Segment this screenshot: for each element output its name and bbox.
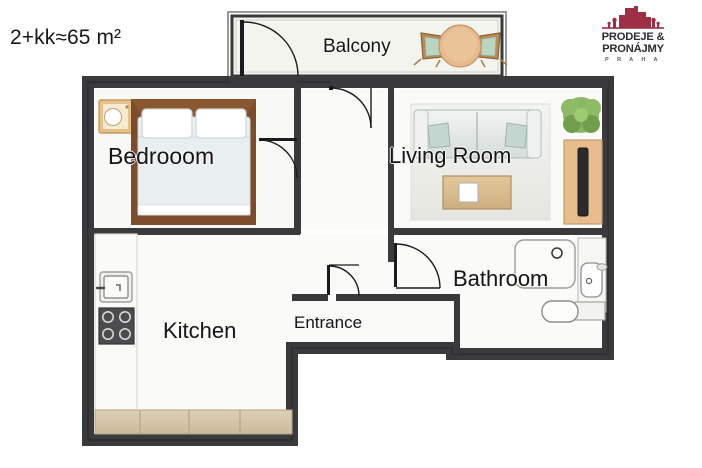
building-skyline-icon bbox=[602, 6, 664, 29]
door-bedroom bbox=[258, 138, 298, 179]
logo-company-name: PRODEJE & PRONÁJMY bbox=[601, 31, 665, 55]
door-bathroom bbox=[394, 243, 441, 289]
walls bbox=[82, 76, 614, 446]
doors bbox=[240, 20, 441, 297]
room-label-kitchen: Kitchen bbox=[163, 318, 237, 343]
pillow-right bbox=[195, 108, 247, 139]
logo-city: P R A H A bbox=[605, 57, 661, 63]
room-label-entrance: Entrance bbox=[294, 313, 363, 332]
balcony-furniture bbox=[413, 24, 508, 68]
pillow-left bbox=[141, 108, 193, 139]
toilet bbox=[541, 300, 606, 323]
cushion-left bbox=[427, 122, 451, 149]
television bbox=[577, 147, 589, 217]
chair-left bbox=[413, 32, 444, 68]
door-balcony bbox=[240, 20, 299, 77]
kitchen-fixtures bbox=[94, 233, 293, 435]
door-hall bbox=[329, 86, 372, 129]
washbasin bbox=[577, 237, 608, 313]
base-cabinets bbox=[94, 409, 293, 435]
table-lamp bbox=[104, 108, 122, 126]
page-title: 2+kk≈65 m² bbox=[10, 26, 122, 49]
company-logo: PRODEJE & PRONÁJMY P R A H A bbox=[572, 6, 694, 63]
bathtub bbox=[514, 239, 576, 289]
room-label-bathroom: Bathroom bbox=[453, 266, 549, 291]
cushion-right bbox=[504, 122, 528, 149]
living-room-furniture bbox=[410, 97, 603, 225]
room-label-balcony: Balcony bbox=[323, 36, 391, 57]
sofa bbox=[413, 109, 542, 159]
double-bed bbox=[131, 99, 256, 225]
bedroom-furniture bbox=[98, 99, 256, 225]
round-table bbox=[438, 24, 482, 68]
room-label-living-room: Living Room bbox=[389, 143, 512, 168]
room-label-bedroom: Bedrooom bbox=[108, 143, 215, 169]
coffee-table bbox=[442, 175, 512, 210]
sink bbox=[95, 271, 133, 303]
bathroom-fixtures bbox=[514, 237, 608, 323]
cooktop-4-burner bbox=[98, 307, 135, 345]
nightstand bbox=[98, 99, 133, 134]
tv-sideboard bbox=[563, 139, 603, 225]
door-entrance bbox=[327, 264, 360, 297]
potted-plant bbox=[561, 97, 601, 133]
